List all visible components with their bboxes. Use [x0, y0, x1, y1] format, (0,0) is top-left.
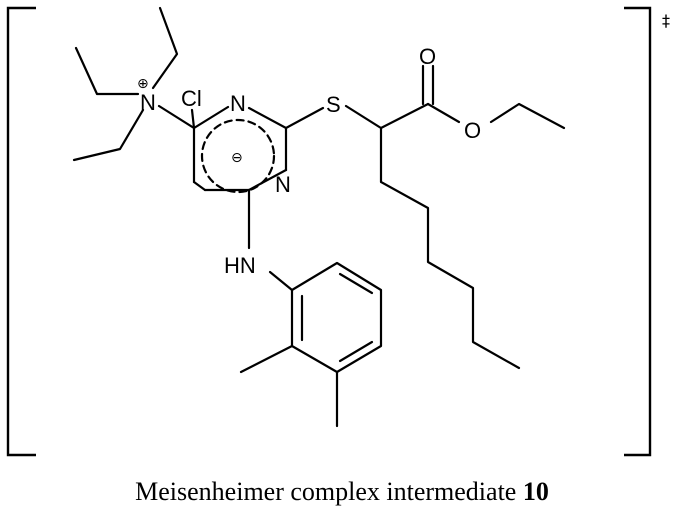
ammonium-charge: ⊕ [137, 76, 149, 92]
atom-o-carbonyl: O [419, 44, 436, 69]
n-c4-bond [157, 104, 196, 130]
delocalization-circle [200, 118, 276, 194]
ethyl-bottom [72, 108, 145, 162]
nh-aryl-bond [268, 270, 294, 292]
atom-o-ester: O [464, 118, 481, 143]
atom-hn: HN [224, 253, 256, 278]
left-bracket [6, 6, 36, 457]
ch-carbonyl-bond [379, 102, 430, 130]
right-bracket [624, 6, 652, 457]
ethyl-top-right [151, 6, 179, 90]
caption-text: Meisenheimer complex intermediate [135, 477, 523, 506]
transition-state-mark: ‡ [662, 11, 670, 30]
caption: Meisenheimer complex intermediate 10 [135, 477, 549, 506]
aryl-ring [239, 261, 383, 428]
s-ch-bond [344, 104, 383, 130]
c2-s-bond [284, 106, 325, 130]
ring-charge: ⊖ [231, 150, 243, 166]
atom-n-ammonium: N [140, 90, 156, 115]
ethoxy-chain [489, 102, 566, 130]
pyrimidine-ring [192, 105, 288, 194]
atom-s: S [326, 92, 341, 117]
atom-n-ring-right: N [275, 172, 291, 197]
atom-n-ring-top: N [230, 91, 246, 116]
methyl-2 [239, 344, 294, 374]
caption-number: 10 [523, 477, 549, 506]
c-cl-bond [190, 108, 196, 130]
carbonyl-o-bond [426, 102, 461, 124]
atom-cl: Cl [181, 86, 202, 111]
ethyl-top-left [74, 46, 140, 96]
hexyl-chain [379, 126, 521, 370]
ethyl-groups [72, 6, 179, 162]
